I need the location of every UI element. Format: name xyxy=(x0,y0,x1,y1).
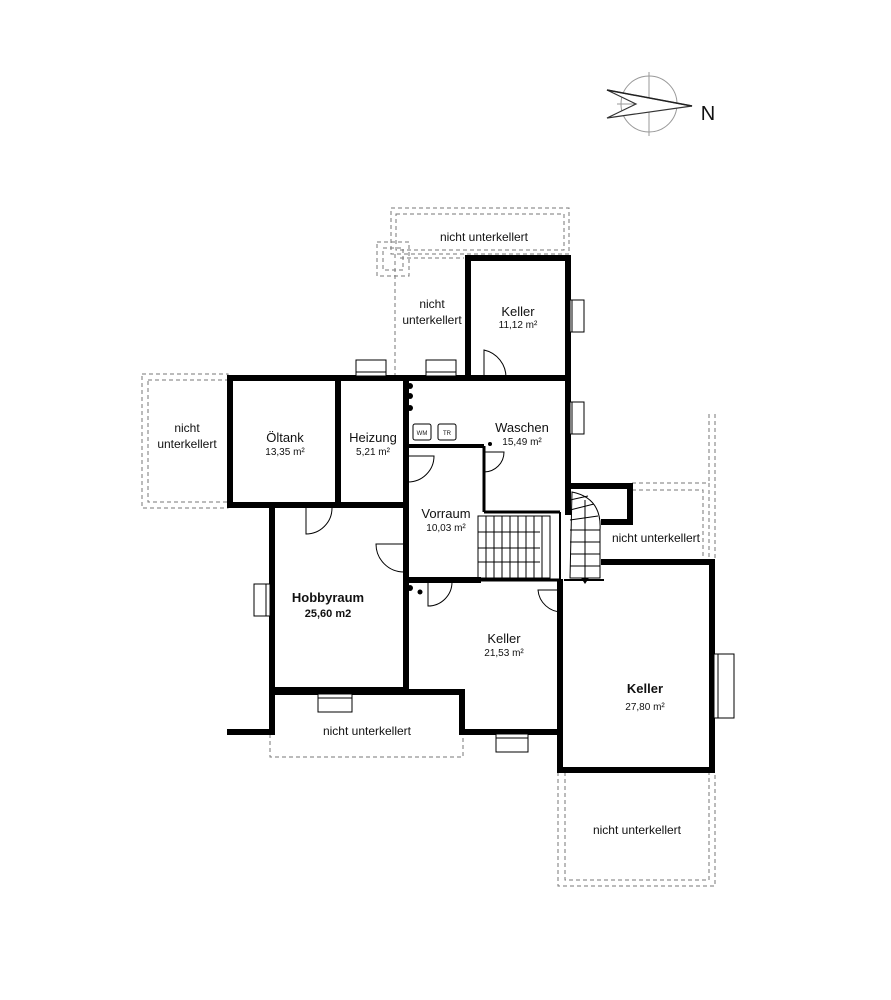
window-keller-big xyxy=(713,653,735,719)
unexcavated-areas xyxy=(141,207,716,887)
unexcavated-bottom-right-label: nicht unterkellert xyxy=(593,823,682,837)
window-waschen-north xyxy=(425,359,457,377)
exterior-walls xyxy=(227,255,715,773)
compass: N xyxy=(606,72,715,136)
room-hobbyraum-name: Hobbyraum xyxy=(292,590,364,605)
room-heizung-area: 5,21 m² xyxy=(356,447,391,458)
room-keller-mid-name: Keller xyxy=(487,631,521,646)
room-keller-big-area: 27,80 m² xyxy=(625,702,665,713)
unexcavated-bottom-right-outline xyxy=(557,772,716,887)
north-label: N xyxy=(701,103,715,125)
doors xyxy=(305,349,563,613)
unexcavated-labels: nicht unterkellert nicht unterkellert ni… xyxy=(157,230,700,837)
wm-label: WM xyxy=(417,431,428,437)
room-vorraum-area: 10,03 m² xyxy=(426,523,466,534)
unexcavated-bottom-left-outline xyxy=(269,734,464,758)
window-heizung xyxy=(355,359,387,377)
fixtures: WM TR xyxy=(407,383,492,595)
room-labels: Keller 11,12 m² Öltank 13,35 m² Heizung … xyxy=(265,304,665,713)
room-oeltank-name: Öltank xyxy=(266,430,304,445)
door-keller-big xyxy=(537,589,563,613)
window-keller-mid xyxy=(495,733,529,753)
unexcavated-west-line1: nicht xyxy=(174,421,200,435)
stairs-east xyxy=(569,491,601,584)
door-waschen xyxy=(483,451,505,473)
room-vorraum-name: Vorraum xyxy=(421,506,470,521)
dryer-icon xyxy=(437,423,457,441)
unexcavated-east-outline xyxy=(632,482,710,558)
interior-walls xyxy=(409,444,561,582)
unexcavated-upper-left-line2: unterkellert xyxy=(402,313,462,327)
stairs-vorraum xyxy=(477,515,551,579)
unexcavated-east-label: nicht unterkellert xyxy=(612,531,701,545)
washing-machine-icon xyxy=(412,423,432,441)
tr-label: TR xyxy=(443,431,452,437)
room-keller-top-name: Keller xyxy=(501,304,535,319)
door-heizung xyxy=(407,455,435,483)
window-keller-top xyxy=(569,299,585,333)
room-hobbyraum-area: 25,60 m2 xyxy=(305,608,351,620)
door-keller-mid xyxy=(427,581,453,607)
door-keller-top xyxy=(483,349,507,379)
window-hobbyraum-south xyxy=(317,693,353,713)
room-heizung-name: Heizung xyxy=(349,430,397,445)
window-waschen-east xyxy=(569,401,585,435)
unexcavated-west-outline xyxy=(141,373,229,509)
unexcavated-top-label: nicht unterkellert xyxy=(440,230,529,244)
unexcavated-bottom-left-label: nicht unterkellert xyxy=(323,724,412,738)
windows xyxy=(253,299,735,753)
window-hobbyraum xyxy=(253,583,271,617)
unexcavated-west-line2: unterkellert xyxy=(157,437,217,451)
unexcavated-upper-left-line1: nicht xyxy=(419,297,445,311)
door-hobbyraum xyxy=(375,543,405,573)
room-keller-big-name: Keller xyxy=(627,681,663,696)
room-keller-top-area: 11,12 m² xyxy=(499,320,538,331)
room-waschen-name: Waschen xyxy=(495,420,549,435)
room-oeltank-area: 13,35 m² xyxy=(265,447,305,458)
room-keller-mid-area: 21,53 m² xyxy=(484,648,524,659)
room-waschen-area: 15,49 m² xyxy=(502,437,542,448)
door-oeltank xyxy=(305,507,333,535)
